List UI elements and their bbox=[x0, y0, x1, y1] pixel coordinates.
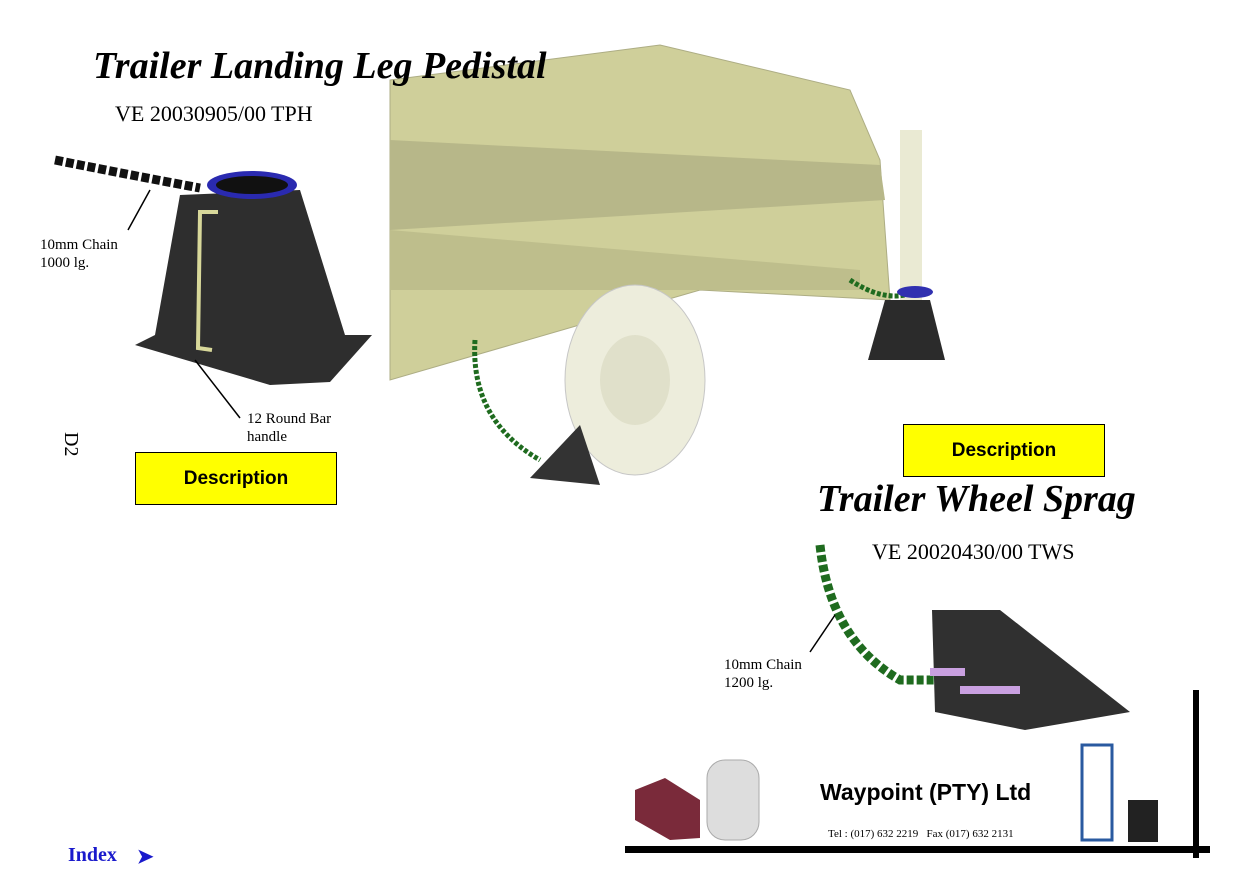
small-sprag bbox=[530, 425, 600, 485]
handle-label-line2: handle bbox=[247, 429, 287, 445]
page-marker: D2 bbox=[60, 432, 82, 457]
chain-label-line1: 10mm Chain bbox=[724, 657, 802, 673]
pedestal-title: Trailer Landing Leg Pedistal bbox=[93, 45, 547, 87]
sprag-description-button[interactable]: Description bbox=[903, 424, 1105, 477]
company-contact: Tel : (017) 632 2219 Fax (017) 632 2131 bbox=[828, 828, 1014, 840]
sprag-code: VE 20020430/00 TWS bbox=[872, 539, 1075, 564]
chain-label-line2: 1000 lg. bbox=[40, 255, 90, 271]
pedestal-illustration bbox=[54, 155, 372, 419]
company-name: Waypoint (PTY) Ltd bbox=[820, 779, 1032, 805]
pedestal-code: VE 20030905/00 TPH bbox=[115, 101, 313, 126]
index-link[interactable]: Index ➤ bbox=[68, 844, 154, 869]
chain-label-line1: 10mm Chain bbox=[40, 237, 118, 253]
trailer-illustration bbox=[389, 44, 922, 476]
arrow-right-icon: ➤ bbox=[136, 846, 154, 868]
footer-graphics bbox=[625, 690, 1210, 858]
pedestal-description-button[interactable]: Description bbox=[135, 452, 337, 505]
sprag-title: Trailer Wheel Sprag bbox=[817, 478, 1136, 520]
chain-icon bbox=[472, 339, 542, 463]
small-pedestal bbox=[868, 300, 945, 360]
handle-label-line1: 12 Round Bar bbox=[247, 411, 332, 427]
pedestal-chain-label: 10mm Chain 1000 lg. bbox=[40, 236, 118, 272]
chain-label-line2: 1200 lg. bbox=[724, 675, 774, 691]
index-label: Index bbox=[68, 844, 117, 866]
pedestal-handle-label: 12 Round Bar handle bbox=[247, 410, 331, 446]
sprag-chain-label: 10mm Chain 1200 lg. bbox=[724, 656, 802, 692]
sprag-illustration bbox=[809, 544, 1130, 730]
